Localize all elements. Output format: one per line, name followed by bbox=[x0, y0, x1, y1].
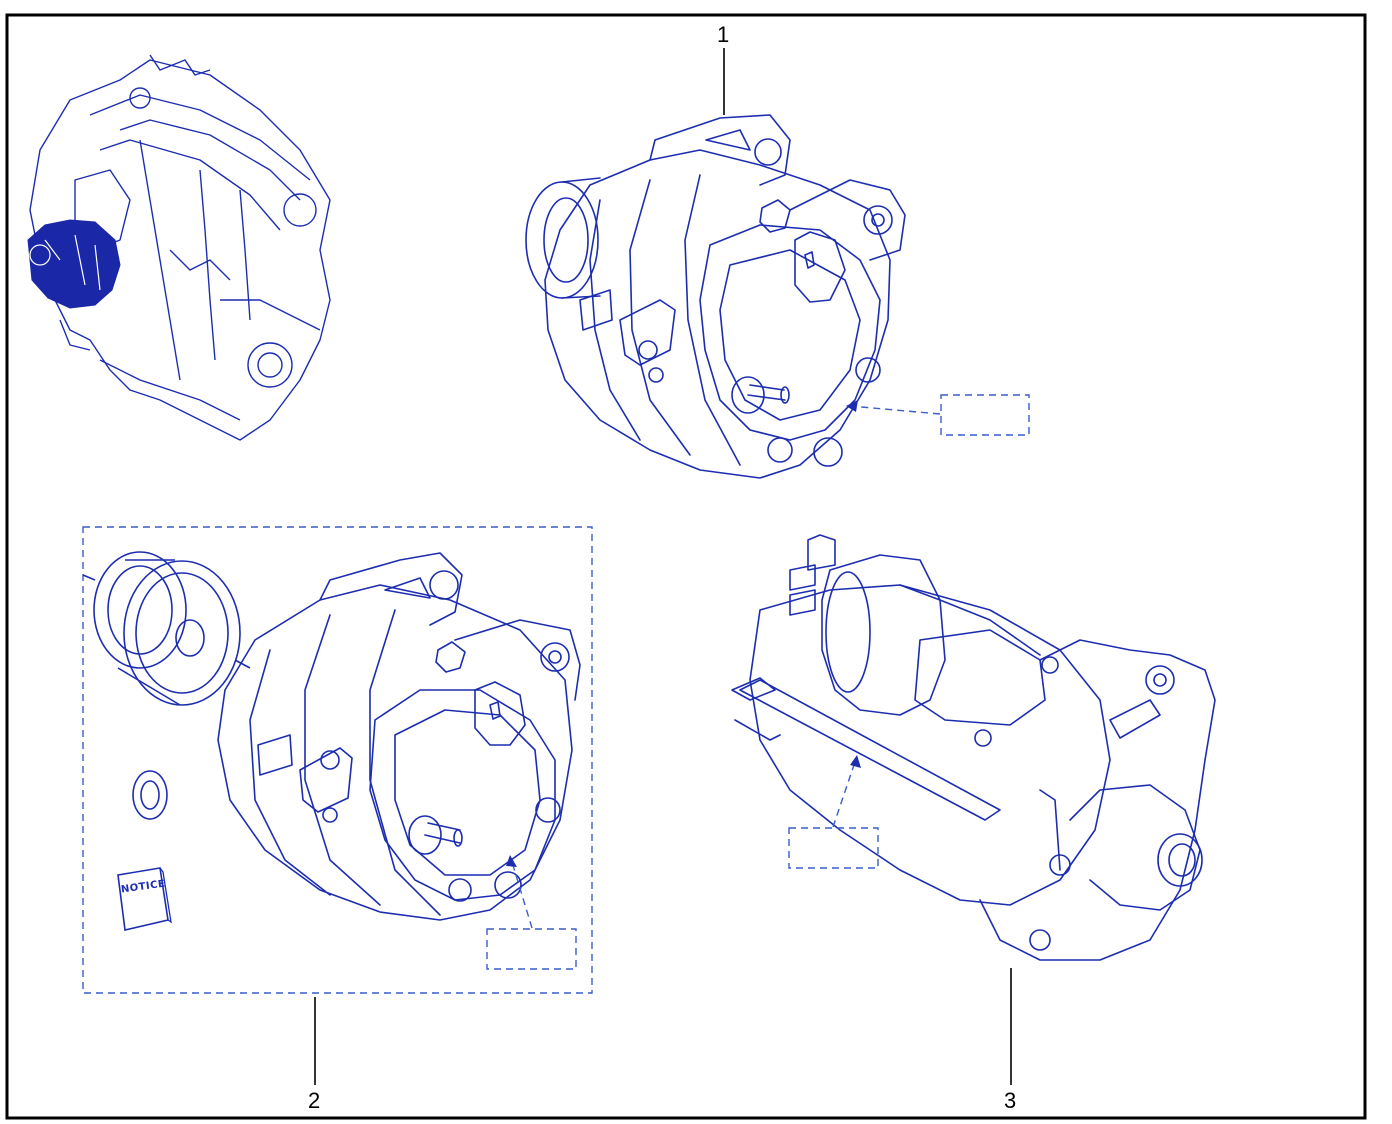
callout-1-label: 1 bbox=[717, 22, 729, 47]
alternator-2-reference-box bbox=[486, 861, 577, 970]
diagram-frame bbox=[5, 13, 1367, 1120]
alternator-1-mount-hole bbox=[754, 138, 782, 166]
arrow-head bbox=[850, 755, 861, 768]
callout-1: 1 bbox=[717, 22, 729, 115]
starter-reference-box bbox=[788, 761, 879, 869]
callout-3-label: 3 bbox=[1004, 1088, 1016, 1113]
kit-pulley bbox=[82, 551, 251, 706]
starter-motor-3 bbox=[731, 534, 1216, 961]
engine-overview bbox=[29, 54, 331, 441]
alternator-1 bbox=[525, 114, 906, 479]
arrow-head bbox=[506, 855, 517, 867]
callout-2-label: 2 bbox=[308, 1088, 320, 1113]
callout-2: 2 bbox=[308, 997, 320, 1113]
engine-alternator-highlight bbox=[27, 219, 121, 309]
callout-3: 3 bbox=[1004, 968, 1016, 1113]
alternator-2 bbox=[217, 552, 581, 921]
alternator-kit-box bbox=[82, 526, 593, 994]
arrow-head bbox=[846, 400, 858, 412]
kit-washer bbox=[132, 770, 168, 820]
kit-notice-booklet: NOTICE bbox=[117, 867, 172, 931]
alternator-1-reference-box bbox=[849, 394, 1030, 436]
